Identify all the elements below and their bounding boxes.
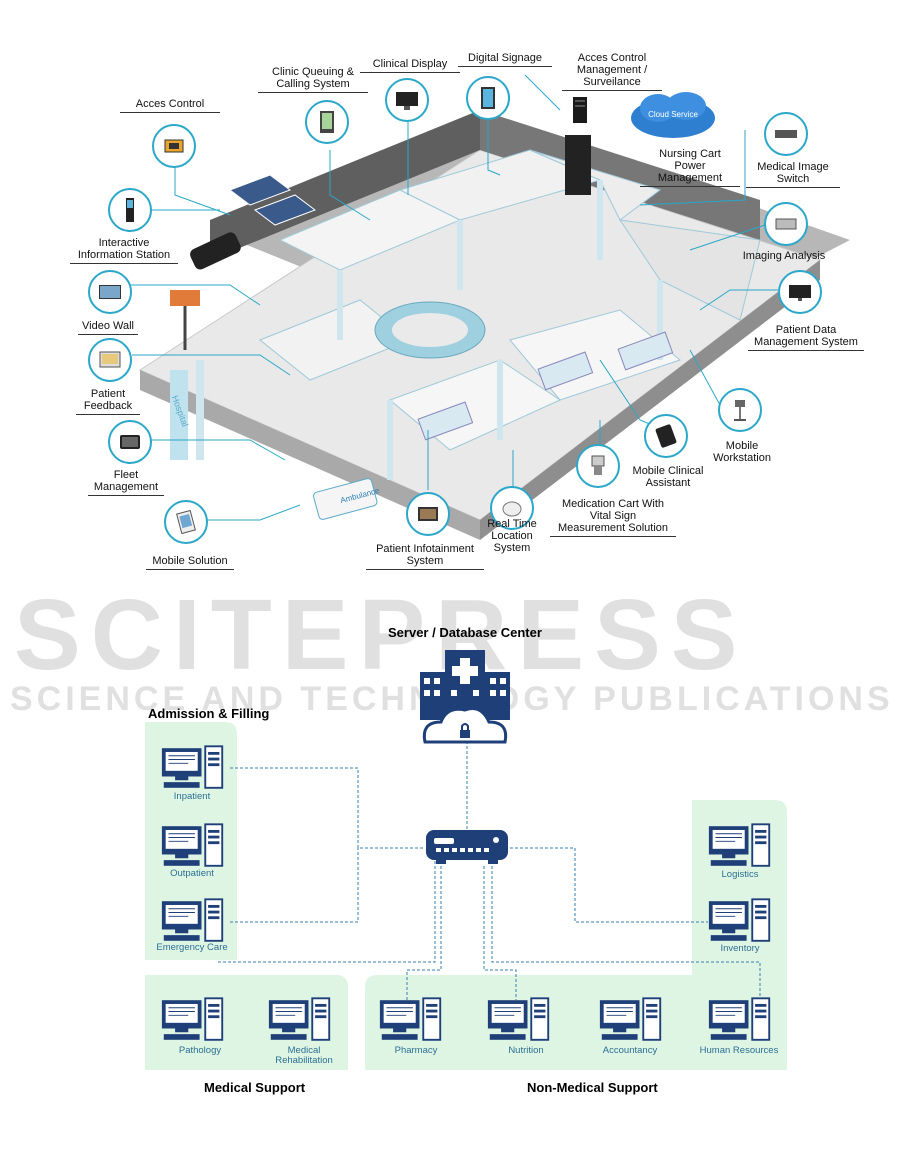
non-medical-title: Non-Medical Support <box>527 1080 658 1095</box>
label-video-wall: Video Wall <box>78 320 138 335</box>
cloud-service-icon: Cloud Service <box>628 90 718 140</box>
label-patient-data: Patient Data Management System <box>748 324 864 351</box>
patient-data-icon <box>778 270 822 314</box>
watermark-big: SCITEPRESS <box>14 579 748 691</box>
computer-icon <box>707 822 773 870</box>
patient-infotainment-icon <box>406 492 450 536</box>
fleet-management-icon <box>108 420 152 464</box>
mobile-solution-icon <box>164 500 208 544</box>
label-patient-feedback: Patient Feedback <box>76 388 140 415</box>
node-human-resources-label: Human Resources <box>699 1045 779 1056</box>
mobile-workstation-icon <box>718 388 762 432</box>
computer-icon <box>378 996 444 1044</box>
label-mobile-workstation: Mobile Workstation <box>713 440 771 464</box>
computer-icon <box>160 897 226 945</box>
label-digital-signage: Digital Signage <box>458 52 552 67</box>
mobile-clinical-icon <box>644 414 688 458</box>
node-inpatient-label: Inpatient <box>173 791 211 802</box>
label-patient-infotainment: Patient Infotainment System <box>366 543 484 570</box>
node-inventory-label: Inventory <box>720 943 760 954</box>
medication-cart-icon <box>576 444 620 488</box>
label-fleet-management: Fleet Management <box>88 469 164 496</box>
label-mobile-clinical: Mobile Clinical Assistant <box>632 465 704 489</box>
label-acces-control-mgmt: Acces Control Management / Surveilance <box>562 52 662 91</box>
medical-image-switch-icon <box>764 112 808 156</box>
node-accountancy-label: Accountancy <box>602 1045 658 1056</box>
imaging-analysis-icon <box>764 202 808 246</box>
label-nursing-cart: Nursing Cart Power Management <box>640 148 740 187</box>
node-outpatient-label: Outpatient <box>170 868 214 879</box>
computer-icon <box>707 996 773 1044</box>
realtime-location-icon <box>490 486 534 530</box>
label-interactive-station: Interactive Information Station <box>70 237 178 264</box>
label-mobile-solution: Mobile Solution <box>146 555 234 570</box>
computer-icon <box>160 744 226 792</box>
medical-support-title: Medical Support <box>204 1080 306 1095</box>
hospital-illustration <box>60 40 860 580</box>
acces-control-mgmt-icon <box>560 90 600 130</box>
label-clinical-display: Clinical Display <box>360 58 460 73</box>
computer-icon <box>598 996 664 1044</box>
label-clinic-queuing: Clinic Queuing & Calling System <box>258 66 368 93</box>
cloud-service-label: Cloud Service <box>648 110 698 119</box>
computer-icon <box>267 996 333 1044</box>
digital-signage-icon <box>466 76 510 120</box>
node-logistics-label: Logistics <box>721 869 759 880</box>
video-wall-icon <box>88 270 132 314</box>
node-emergency-care-label: Emergency Care <box>156 942 228 953</box>
hospital-floorplan <box>138 110 850 540</box>
label-imaging-analysis: Imaging Analysis <box>742 250 826 262</box>
label-realtime-location: Real Time Location System <box>487 518 537 554</box>
label-medication-cart: Medication Cart With Vital Sign Measurem… <box>550 498 676 537</box>
label-medical-image-switch: Medical Image Switch <box>746 161 840 188</box>
node-nutrition-label: Nutrition <box>508 1045 544 1056</box>
label-acces-control: Acces Control <box>120 98 220 113</box>
admission-title: Admission & Filling <box>148 706 270 721</box>
interactive-station-icon <box>108 188 152 232</box>
node-pathology-label: Pathology <box>178 1045 222 1056</box>
computer-icon <box>160 996 226 1044</box>
acces-control-icon <box>152 124 196 168</box>
clinical-display-icon <box>385 78 429 122</box>
computer-icon <box>707 897 773 945</box>
server-building-icon <box>415 646 515 750</box>
network-switch-icon <box>424 828 510 866</box>
node-medical-rehabilitation-label: Medical Rehabilitation <box>275 1045 333 1066</box>
patient-feedback-icon <box>88 338 132 382</box>
clinic-queuing-icon <box>305 100 349 144</box>
computer-icon <box>160 822 226 870</box>
node-pharmacy-label: Pharmacy <box>394 1045 438 1056</box>
computer-icon <box>486 996 552 1044</box>
server-title: Server / Database Center <box>388 625 542 640</box>
